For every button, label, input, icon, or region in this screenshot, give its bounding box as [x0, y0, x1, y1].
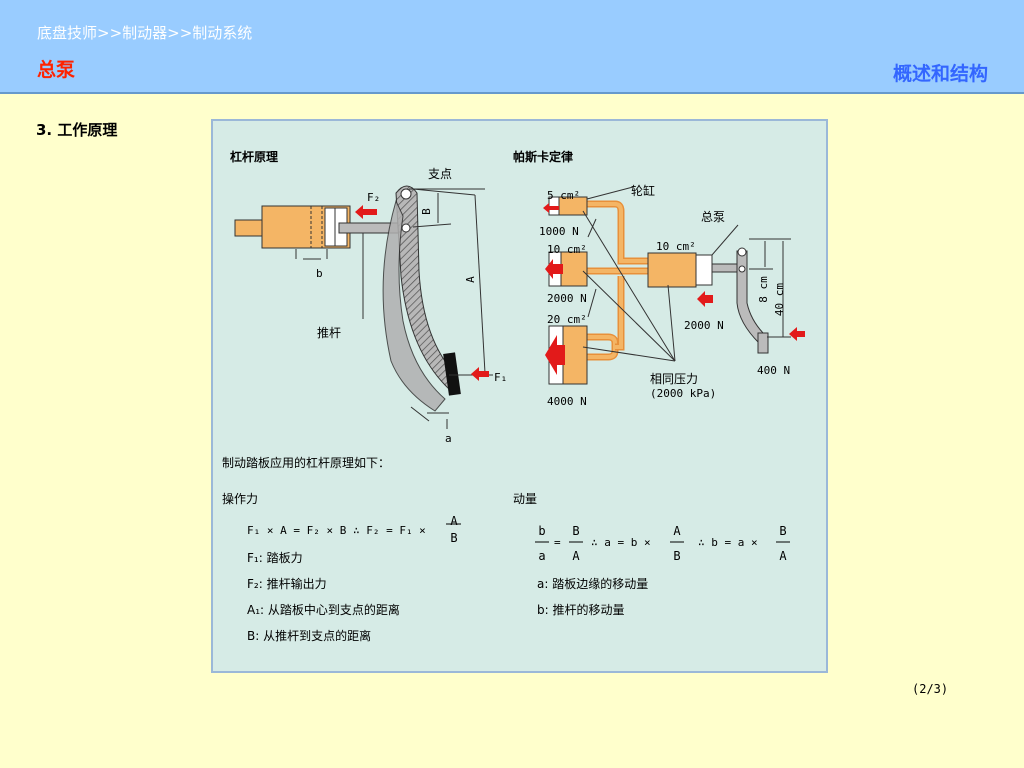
force-400-label: 400 N	[757, 364, 791, 377]
area-5-label: 5 cm²	[547, 189, 581, 202]
lever-title: 杠杆原理	[230, 150, 279, 164]
def-b: B: 从推杆到支点的距离	[247, 629, 372, 643]
travel-eq: =	[554, 536, 561, 549]
def-a: a: 踏板边缘的移动量	[537, 577, 649, 591]
def-f2: F₂: 推杆输出力	[247, 577, 327, 591]
page-number: (2/3)	[912, 682, 949, 696]
breadcrumb[interactable]: 底盘技师>>制动器>>制动系统	[37, 24, 253, 42]
force-2000a-label: 2000 N	[547, 292, 587, 305]
pascal-diagram	[543, 186, 805, 385]
area-10b-label: 10 cm²	[656, 240, 696, 253]
travel-f1-den: a	[538, 549, 546, 563]
f1-label: F₁	[494, 371, 508, 384]
travel-f2-den: A	[572, 549, 580, 563]
a-big-label: A	[463, 276, 477, 283]
wheel-cylinder-label: 轮缸	[631, 184, 656, 198]
b-small-label: b	[316, 267, 323, 280]
travel-f1-num: b	[538, 524, 546, 538]
fulcrum-label: 支点	[428, 167, 453, 181]
travel-f3-num: A	[673, 524, 681, 538]
def-a1: A₁: 从踏板中心到支点的距离	[247, 603, 400, 617]
formula-num: A	[450, 514, 458, 528]
header-bar: 底盘技师>>制动器>>制动系统 总泵 概述和结构	[0, 0, 1024, 94]
area-10a-label: 10 cm²	[547, 243, 587, 256]
travel-f4-num: B	[779, 524, 787, 538]
b-big-label: B	[419, 208, 433, 215]
intro-text: 制动踏板应用的杠杆原理如下：	[222, 456, 391, 470]
travel-f4-den: A	[779, 549, 787, 563]
operating-force-formula: F₁ × A = F₂ × B ∴ F₂ = F₁ ×	[247, 524, 426, 537]
push-rod-label: 推杆	[317, 326, 342, 340]
force-1000-label: 1000 N	[539, 225, 579, 238]
def-f1: F₁: 踏板力	[247, 551, 303, 565]
travel-f2-num: B	[572, 524, 580, 538]
travel-mid2: ∴ b = a ×	[698, 536, 758, 549]
section-title: 概述和结构	[892, 63, 988, 85]
travel-f3-den: B	[673, 549, 681, 563]
lever-diagram	[234, 185, 493, 429]
topic-title: 总泵	[37, 59, 76, 81]
force-4000-label: 4000 N	[547, 395, 587, 408]
force-2000b-label: 2000 N	[684, 319, 724, 332]
dist-8-label: 8 cm	[756, 276, 770, 303]
master-cylinder-label: 总泵	[701, 210, 726, 224]
content-panel: 杠杆原理 支点 F₂ b B A 推杆 F₁ a 帕斯卡定律 轮缸 总泵 5 c…	[211, 119, 828, 673]
area-20-label: 20 cm²	[547, 313, 587, 326]
page-heading: 3. 工作原理	[36, 121, 118, 139]
f2-label: F₂	[367, 191, 381, 204]
def-b-travel: b: 推杆的移动量	[537, 603, 625, 617]
diagram-svg	[234, 185, 805, 543]
travel-mid: ∴ a = b ×	[591, 536, 651, 549]
dist-40-label: 40 cm	[773, 282, 787, 317]
operating-force-title: 操作力	[222, 492, 259, 506]
pascal-title: 帕斯卡定律	[513, 150, 574, 164]
same-pressure-label: 相同压力	[650, 372, 699, 386]
a-small-label: a	[445, 432, 452, 445]
pressure-value-label: (2000 kPa)	[650, 387, 717, 400]
travel-title: 动量	[513, 492, 538, 506]
formula-den: B	[450, 531, 458, 545]
